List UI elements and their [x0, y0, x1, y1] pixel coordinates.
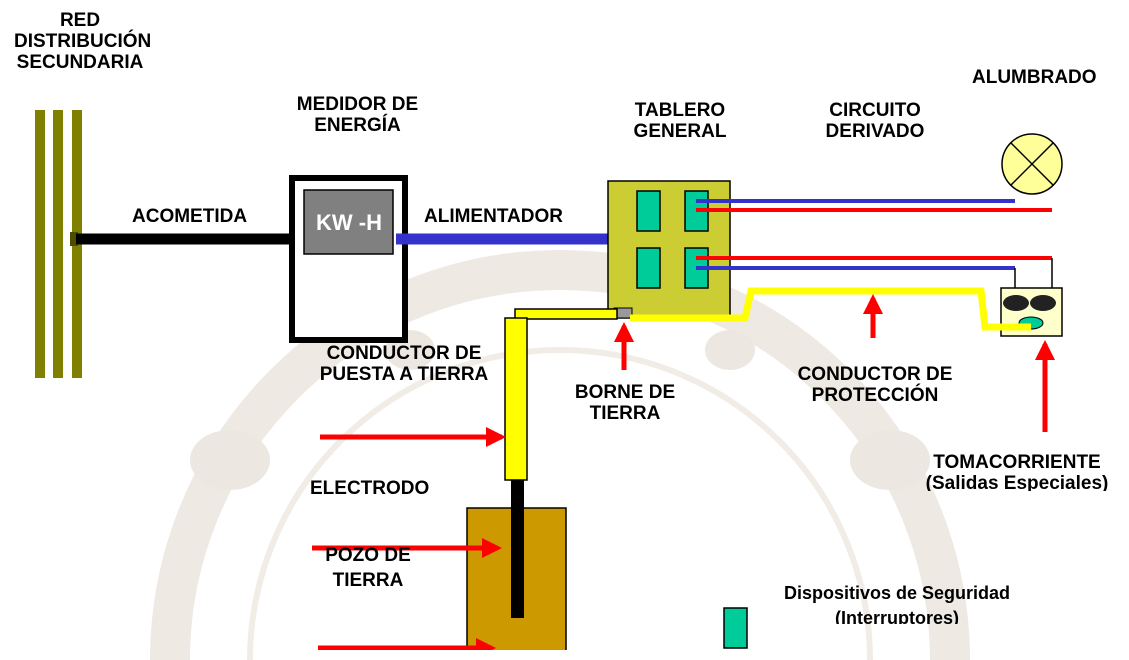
legend-breaker-icon: [723, 607, 748, 649]
socket-icon: [1000, 287, 1063, 337]
meter-display-label: KW -H: [316, 210, 382, 235]
alimentador-label: ALIMENTADOR: [424, 206, 563, 227]
grounding-conductor: [504, 308, 618, 481]
conductor-puesta-label: CONDUCTOR DE PUESTA A TIERRA: [319, 343, 489, 385]
derived-circuits: [696, 199, 1053, 290]
red-distribucion-label: RED DISTRIBUCIÓN SECUNDARIA: [14, 10, 152, 68]
breaker-icon: [636, 247, 661, 289]
lamp-icon: [1001, 133, 1063, 195]
ground-electrode: [511, 480, 524, 618]
dispositivos-label: Dispositivos de Seguridad (Interruptores…: [783, 583, 1011, 624]
alumbrado-label: ALUMBRADO: [972, 67, 1097, 88]
watermark-seal: [150, 250, 970, 660]
tablero-label: TABLERO GENERAL: [633, 100, 727, 142]
conductor-proteccion-label: CONDUCTOR DE PROTECCIÓN: [797, 364, 953, 406]
electrodo-label: ELECTRODO: [310, 478, 430, 499]
circuito-label: CIRCUITO DERIVADO: [825, 100, 925, 142]
general-panel: [607, 180, 731, 319]
distribution-poles: [35, 110, 82, 378]
breaker-icon: [636, 190, 661, 232]
medidor-label: MEDIDOR DE ENERGÍA: [296, 94, 419, 136]
borne-label: BORNE DE TIERRA: [574, 382, 676, 424]
energy-meter: [289, 175, 408, 343]
pointer-arrows: [312, 294, 1055, 650]
protection-conductor: [630, 287, 1031, 331]
tomacorriente-label: TOMACORRIENTE (Salidas Especiales): [925, 452, 1109, 491]
pozo-label: POZO DE TIERRA: [325, 545, 411, 591]
acometida-label: ACOMETIDA: [132, 206, 248, 227]
